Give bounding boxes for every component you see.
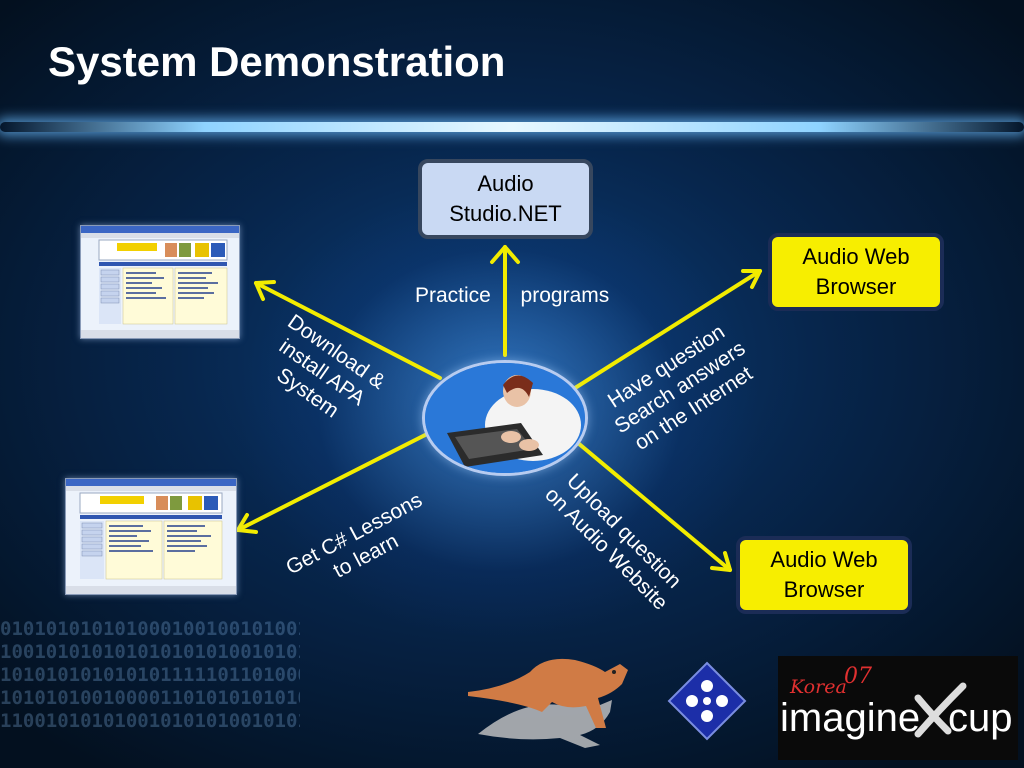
user-at-keyboard-image [422,360,588,476]
binary-line: 010101010101000100100101001010100 [0,618,300,640]
node-label: Audio Web [770,547,878,572]
app-window-icon [81,226,239,338]
node-label: Audio [477,171,534,196]
imagine-text: imagine [780,696,921,740]
app-window-icon [66,479,236,594]
apa-screenshot-top [80,225,240,339]
arrowhead-download [254,280,276,301]
node-label: Audio Web [802,244,910,269]
imagine-cup-logo: Korea 07 imagine cup [778,656,1018,760]
arrowhead-lessons [236,513,258,534]
arrow-upload [570,436,732,572]
slide-title: System Demonstration [48,38,506,85]
arrowhead-question [741,269,762,289]
korea-text: Korea [790,676,847,698]
node-web-browser-bottom: Audio Web Browser [736,536,912,614]
year-text: 07 [844,664,872,689]
x-cup-icon [914,682,967,738]
node-web-browser-top: Audio Web Browser [768,233,944,311]
arrow-question [573,269,762,390]
person-typing-icon [425,363,585,473]
arrowhead-practice [490,245,520,264]
binary-line: 101010100100001101010101010101001 [0,687,300,709]
node-audio-studio: Audio Studio.NET [418,159,593,239]
cup-text: cup [948,696,1013,740]
node-label: Browser [815,274,897,299]
arrow-lessons [236,428,437,532]
binary-line: 1100101010100101010100101010101 [0,710,300,732]
edge-word: Practice [415,284,491,307]
binary-background: 010101010101000100100101001010100 100101… [0,618,300,768]
arrow-download [254,281,442,380]
apa-screenshot-bottom [65,478,237,595]
node-label: Browser [783,577,865,602]
arrowhead-upload [710,551,732,572]
binary-line: 10101010101010111110110100000101 [0,664,300,686]
node-label: Studio.NET [449,201,562,226]
edge-word: programs [520,284,610,307]
edge-label-practice: Practice programs [415,283,609,308]
glow-divider [0,122,1024,132]
